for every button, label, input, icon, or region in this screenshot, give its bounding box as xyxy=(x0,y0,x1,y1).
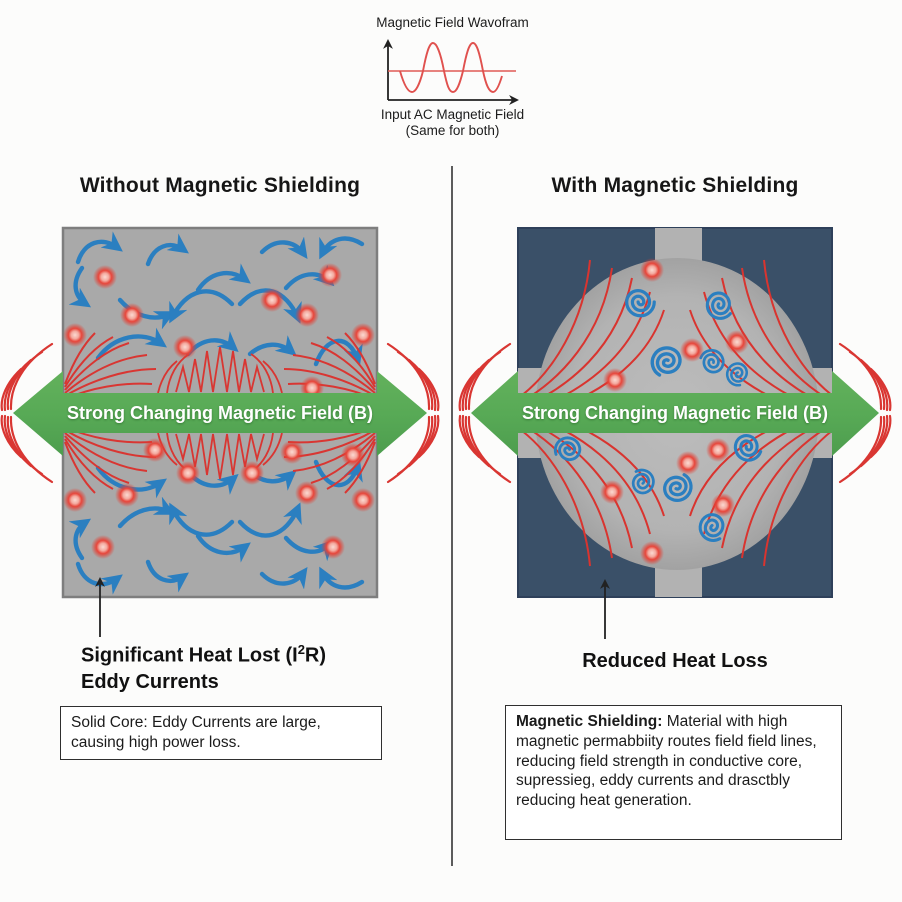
solid-core-note: Solid Core: Eddy Currents are large, cau… xyxy=(60,706,382,760)
waveform-title: Magnetic Field Wavofram xyxy=(376,15,529,30)
heat-loss-annotation-right: Reduced Heat Loss xyxy=(582,650,768,672)
magnetic-shielding-note: Magnetic Shielding: Material with high m… xyxy=(505,705,842,840)
waveform-axis-label: Input AC Magnetic Field (Same for both) xyxy=(380,107,525,139)
heat-loss-annotation-left: Significant Heat Lost (I2R) Eddy Current… xyxy=(81,642,327,693)
field-arrow-left xyxy=(13,371,427,456)
right-panel-title: With Magnetic Shielding xyxy=(551,174,799,197)
right-panel-graphic xyxy=(458,227,892,598)
left-panel-graphic xyxy=(0,226,440,599)
field-arrow-right xyxy=(471,371,879,456)
left-panel-title: Without Magnetic Shielding xyxy=(79,174,361,197)
waveform-plot xyxy=(383,39,519,105)
field-arrow-label-right: Strong Changing Magnetic Field (B) xyxy=(522,403,828,423)
field-arrow-label-left: Strong Changing Magnetic Field (B) xyxy=(67,403,373,423)
sine-wave xyxy=(399,42,503,93)
